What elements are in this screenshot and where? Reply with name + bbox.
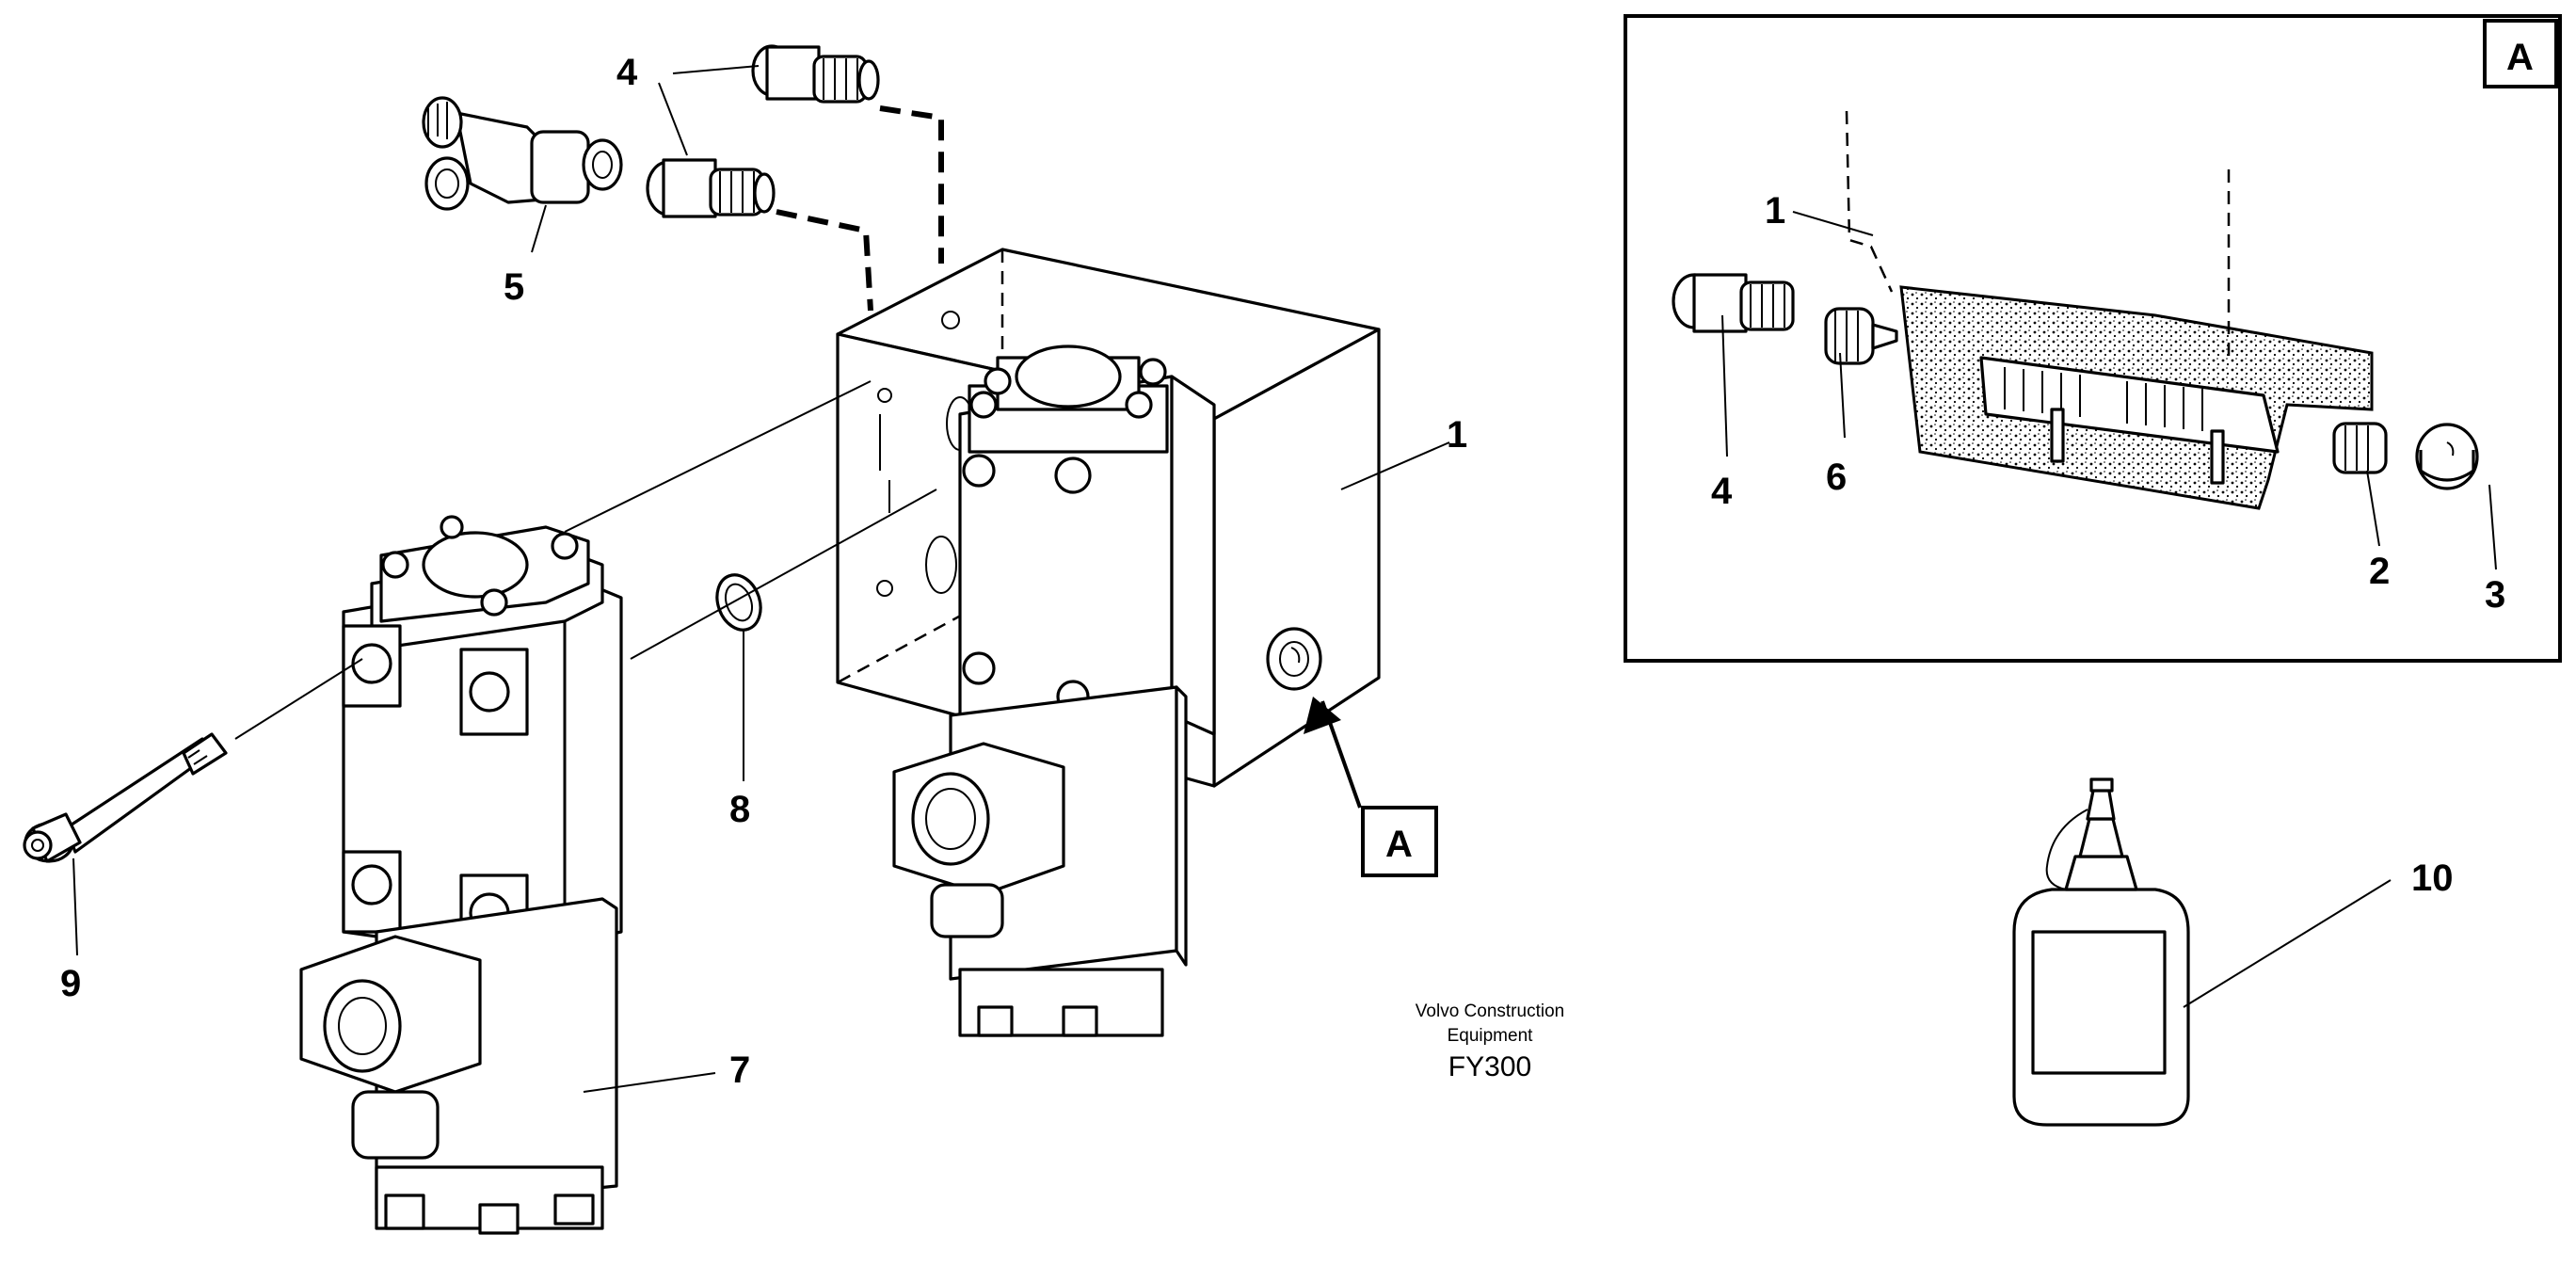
pipe-route-lower — [776, 209, 873, 312]
callout-9: 9 — [60, 963, 81, 1004]
solenoid-valve — [299, 515, 623, 1235]
inset-title: A — [2506, 37, 2534, 78]
inset-callout-4: 4 — [1711, 471, 1733, 512]
callout-1: 1 — [1447, 414, 1467, 456]
assembly-line-screw — [234, 658, 363, 740]
callout-7: 7 — [729, 1050, 750, 1091]
callout-10: 10 — [2411, 857, 2454, 899]
view-a-marker-label: A — [1385, 824, 1413, 865]
callout-8: 8 — [729, 789, 750, 830]
assembly-line-oring — [630, 489, 937, 660]
screw — [23, 732, 228, 863]
inset-callout-6: 6 — [1826, 457, 1847, 498]
caption-line-2: Equipment — [1448, 1026, 1534, 1046]
nipple-fitting-upper — [751, 44, 880, 104]
caption-line-1: Volvo Construction — [1416, 1002, 1564, 1021]
caption-code: FY300 — [1448, 1051, 1531, 1082]
assembly-line-top — [564, 380, 872, 533]
leader-lines — [72, 65, 2497, 1093]
callout-4: 4 — [616, 52, 638, 93]
pipe-route-upper — [879, 105, 944, 264]
o-ring — [715, 573, 762, 632]
detail-view-a — [1624, 14, 2562, 663]
nipple-fitting-lower — [646, 158, 776, 218]
inset-callout-1: 1 — [1765, 190, 1785, 232]
inset-callout-3: 3 — [2485, 574, 2505, 616]
glue-bottle — [2012, 777, 2190, 1127]
inset-callout-2: 2 — [2369, 551, 2390, 592]
view-a-marker-box — [1361, 806, 1438, 877]
tee-fitting — [422, 96, 623, 211]
callout-5: 5 — [504, 266, 524, 308]
mounted-solenoid-valve — [892, 345, 1216, 1037]
